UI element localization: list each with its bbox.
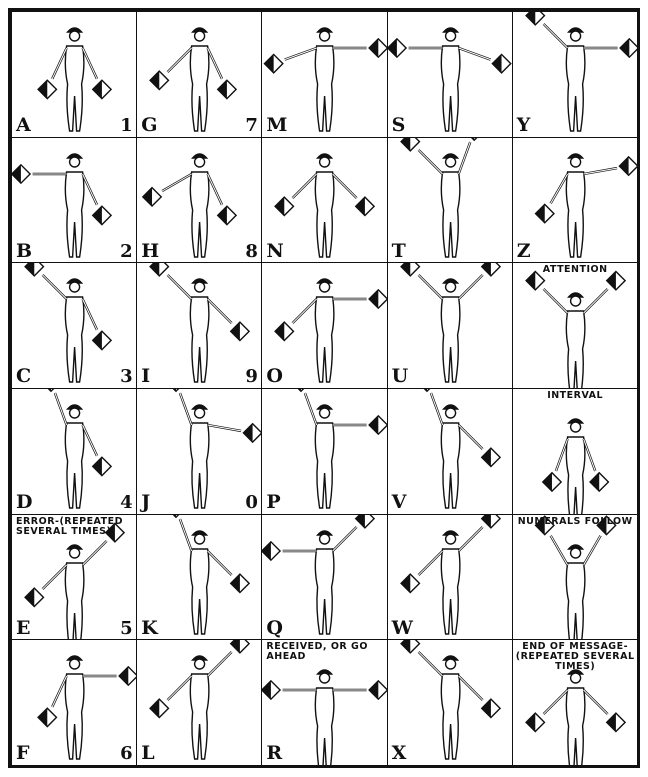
- letter-label: S: [392, 116, 406, 135]
- numeral-label: 3: [120, 368, 133, 386]
- semaphore-cell: Z: [512, 137, 639, 264]
- numeral-label: 0: [245, 494, 258, 512]
- semaphore-cell: Y: [512, 11, 639, 138]
- letter-label: V: [392, 493, 407, 512]
- letter-label: O: [266, 367, 283, 386]
- semaphore-figure: [262, 389, 387, 514]
- semaphore-figure: [513, 515, 638, 640]
- letter-label: M: [266, 116, 287, 135]
- letter-label: F: [16, 744, 30, 763]
- signal-caption: ATTENTION: [513, 265, 638, 275]
- letter-label: G: [141, 116, 157, 135]
- semaphore-figure: [388, 138, 513, 263]
- numeral-label: 8: [245, 243, 258, 261]
- signal-caption: RECEIVED, OR GO AHEAD: [266, 642, 376, 662]
- semaphore-cell: ATTENTION: [512, 262, 639, 389]
- semaphore-cell: F6: [11, 639, 138, 766]
- letter-label: P: [266, 493, 280, 512]
- letter-label: R: [266, 744, 282, 763]
- letter-label: I: [141, 367, 150, 386]
- numeral-label: 2: [120, 243, 133, 261]
- semaphore-cell: X: [387, 639, 514, 766]
- numeral-label: 6: [120, 745, 133, 763]
- signal-caption: ERROR-(REPEATED SEVERAL TIMES): [16, 517, 126, 537]
- semaphore-cell: RECEIVED, OR GO AHEAD R: [261, 639, 388, 766]
- semaphore-cell: S: [387, 11, 514, 138]
- letter-label: X: [392, 744, 407, 763]
- semaphore-cell: P: [261, 388, 388, 515]
- semaphore-figure: [388, 12, 513, 137]
- letter-label: T: [392, 242, 406, 261]
- semaphore-cell: NUMERALS FOLLOW: [512, 514, 639, 641]
- numeral-label: 1: [120, 117, 133, 135]
- semaphore-figure: [513, 12, 638, 137]
- semaphore-cell: Q: [261, 514, 388, 641]
- letter-label: B: [16, 242, 32, 261]
- signal-caption: INTERVAL: [513, 391, 638, 401]
- letter-label: E: [16, 619, 30, 638]
- semaphore-cell: L: [136, 639, 263, 766]
- letter-label: A: [16, 116, 31, 135]
- signal-caption: END OF MESSAGE-(REPEATED SEVERAL TIMES): [513, 642, 638, 672]
- numeral-label: 4: [120, 494, 133, 512]
- signal-caption: NUMERALS FOLLOW: [513, 517, 638, 527]
- semaphore-cell: O: [261, 262, 388, 389]
- semaphore-cell: N: [261, 137, 388, 264]
- letter-label: Y: [517, 116, 531, 135]
- semaphore-figure: [137, 640, 262, 765]
- semaphore-figure: [137, 389, 262, 514]
- semaphore-figure: [137, 263, 262, 388]
- letter-label: J: [141, 493, 150, 512]
- letter-label: K: [141, 619, 158, 638]
- semaphore-cell: ERROR-(REPEATED SEVERAL TIMES) E 5: [11, 514, 138, 641]
- numeral-label: 5: [120, 620, 133, 638]
- semaphore-cell: K: [136, 514, 263, 641]
- letter-label: W: [392, 619, 413, 638]
- letter-label: U: [392, 367, 409, 386]
- semaphore-cell: V: [387, 388, 514, 515]
- semaphore-figure: [513, 389, 638, 514]
- semaphore-figure: [12, 640, 137, 765]
- numeral-label: 9: [245, 368, 258, 386]
- letter-label: Q: [266, 619, 283, 638]
- letter-label: H: [141, 242, 159, 261]
- semaphore-figure: [388, 389, 513, 514]
- semaphore-figure: [513, 138, 638, 263]
- semaphore-figure: [388, 640, 513, 765]
- semaphore-cell: W: [387, 514, 514, 641]
- semaphore-cell: T: [387, 137, 514, 264]
- semaphore-cell: END OF MESSAGE-(REPEATED SEVERAL TIMES): [512, 639, 639, 766]
- numeral-label: 7: [245, 117, 258, 135]
- letter-label: Z: [517, 242, 531, 261]
- semaphore-cell: U: [387, 262, 514, 389]
- letter-label: N: [266, 242, 283, 261]
- letter-label: C: [16, 367, 31, 386]
- letter-label: D: [16, 493, 32, 512]
- semaphore-cell: M: [261, 11, 388, 138]
- letter-label: L: [141, 744, 154, 763]
- semaphore-figure: [513, 263, 638, 388]
- semaphore-cell: INTERVAL: [512, 388, 639, 515]
